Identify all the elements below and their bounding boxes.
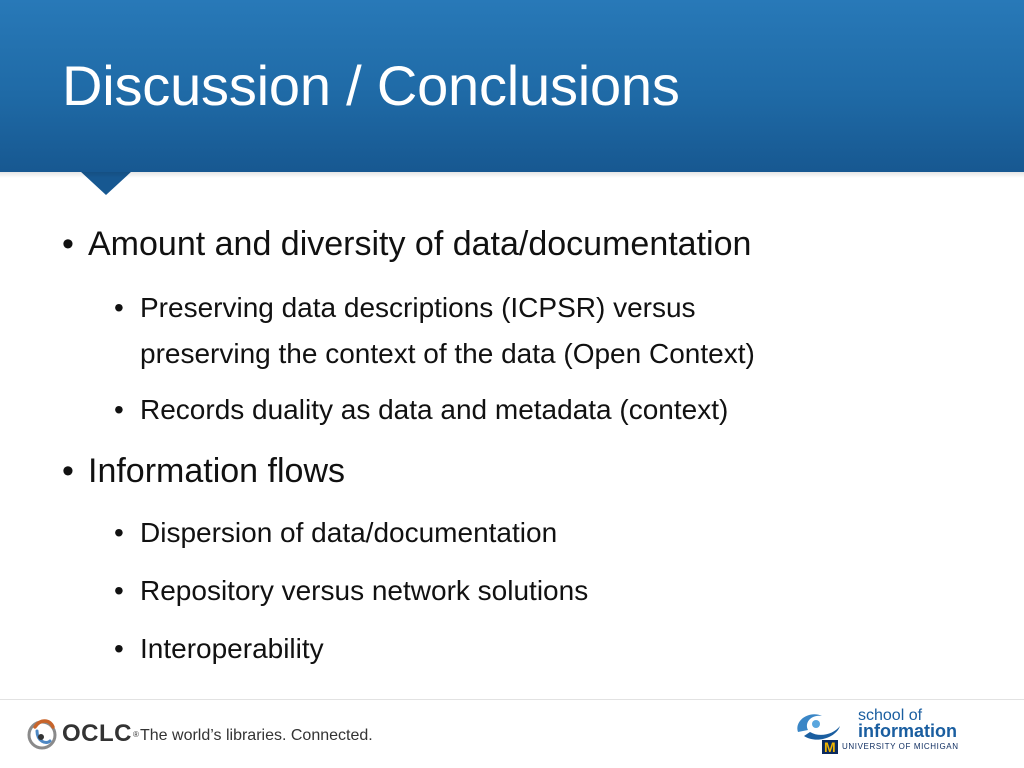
- michigan-block-m: M: [822, 739, 838, 755]
- university-of-michigan-label: UNIVERSITY OF MICHIGAN: [842, 742, 959, 751]
- bullet-marker: •: [114, 575, 124, 606]
- bullet-marker: •: [114, 292, 124, 323]
- bullet-text: Amount and diversity of data/documentati…: [88, 225, 752, 263]
- sub-bullet-item: • Dispersion of data/documentation: [114, 510, 557, 556]
- sub-bullet-item: • Records duality as data and metadata (…: [114, 387, 728, 433]
- slide-title: Discussion / Conclusions: [62, 54, 680, 117]
- title-bar: Discussion / Conclusions: [0, 0, 1024, 172]
- bullet-text: Information flows: [88, 452, 345, 490]
- bullet-marker: •: [62, 452, 74, 490]
- bullet-marker: •: [114, 394, 124, 425]
- footer-divider: [0, 699, 1024, 700]
- bullet-text: Repository versus network solutions: [140, 575, 589, 606]
- bullet-text-continued: preserving the context of the data (Open…: [140, 338, 755, 369]
- oclc-globe-icon: [27, 719, 57, 750]
- bullet-text: Records duality as data and metadata (co…: [140, 394, 729, 425]
- sub-bullet-item: • Repository versus network solutions: [114, 568, 588, 614]
- information-label: information: [858, 721, 957, 741]
- sub-bullet-item: • Interoperability: [114, 626, 324, 672]
- bullet-item: • Information flows: [62, 452, 345, 491]
- bullet-text: Dispersion of data/documentation: [140, 517, 558, 548]
- bullet-marker: •: [62, 225, 74, 263]
- bullet-marker: •: [114, 633, 124, 664]
- sub-bullet-item: • Preserving data descriptions (ICPSR) v…: [114, 285, 755, 377]
- bullet-text: Interoperability: [140, 633, 324, 664]
- bullet-item: • Amount and diversity of data/documenta…: [62, 225, 751, 264]
- oclc-logo: OCLC ®: [26, 714, 139, 754]
- footer-tagline: The world’s libraries. Connected.: [140, 727, 373, 744]
- school-of-information-logo: school of information M UNIVERSITY OF MI…: [790, 706, 1000, 756]
- school-of-information-swirl-icon: [797, 714, 840, 740]
- bullet-marker: •: [114, 517, 124, 548]
- slide-content: • Amount and diversity of data/documenta…: [62, 225, 755, 672]
- oclc-trademark: ®: [133, 729, 139, 739]
- title-bar-pointer: [80, 171, 132, 195]
- title-bar-shadow: [0, 172, 1024, 178]
- bullet-text: Preserving data descriptions (ICPSR) ver…: [140, 292, 696, 323]
- school-of-label: school of: [858, 707, 923, 724]
- oclc-wordmark: OCLC: [62, 720, 132, 747]
